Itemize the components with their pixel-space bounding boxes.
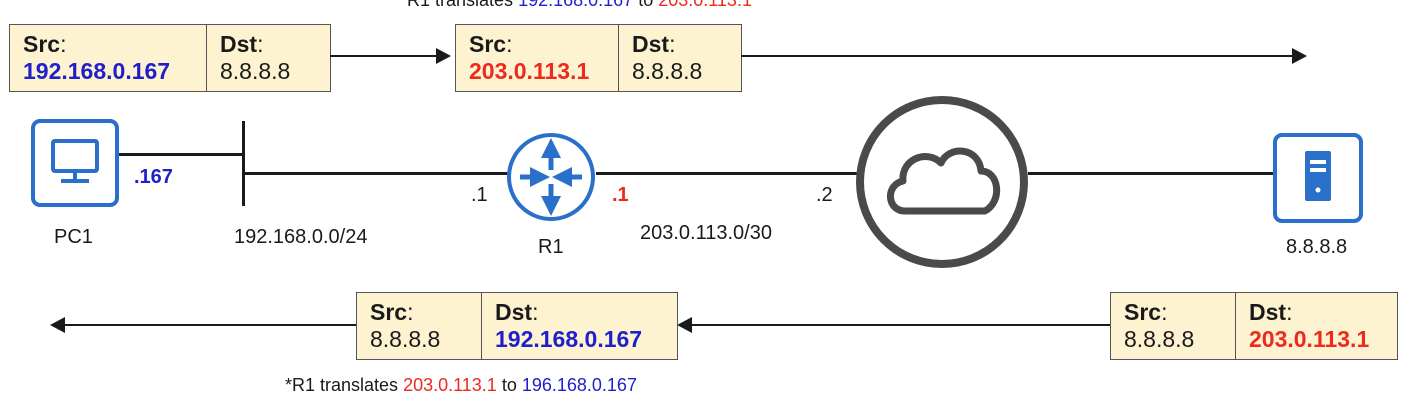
flow-arrowhead-right [1292,48,1307,64]
bottom-note-prefix: *R1 translates [285,375,404,395]
src-ip: 8.8.8.8 [1124,326,1195,352]
src-ip: 192.168.0.167 [23,58,171,84]
flow-arrowhead-left [50,317,65,333]
dst-label: Dst [220,31,258,57]
src-label: Src [23,31,61,57]
packet-src-cell: Src: 8.8.8.8 [357,293,481,359]
top-note-prefix: *R1 translates [400,0,519,10]
packet-return-after-nat: Src: 8.8.8.8 Dst: 192.168.0.167 [356,292,678,360]
flow-arrowhead-left [677,317,692,333]
packet-dst-cell: Dst: 192.168.0.167 [481,293,677,359]
dst-label: Dst [495,299,533,325]
top-note-mid: to [633,0,659,10]
pc1-host-address: .167 [134,166,173,188]
desktop-computer-icon [31,119,119,207]
packet-src-cell: Src: 8.8.8.8 [1111,293,1235,359]
top-note-to-ip: 203.0.113.1 [658,0,752,10]
dst-ip: 8.8.8.8 [632,58,703,84]
wan-subnet-label: 203.0.113.0/30 [640,222,772,244]
packet-src-cell: Src: 203.0.113.1 [456,25,618,91]
packet-src-cell: Src: 192.168.0.167 [10,25,206,91]
src-label: Src [469,31,507,57]
flow-arrow-line [64,324,356,326]
bottom-note-from-ip: 203.0.113.1 [403,375,497,395]
packet-return-before-nat: Src: 8.8.8.8 Dst: 203.0.113.1 [1110,292,1398,360]
packet-outbound-before-nat: Src: 192.168.0.167 Dst: 8.8.8.8 [9,24,331,92]
r1-label: R1 [538,236,564,258]
lan-subnet-label: 192.168.0.0/24 [234,226,368,248]
server-label: 8.8.8.8 [1286,236,1348,258]
src-ip: 203.0.113.1 [469,58,590,84]
packet-dst-cell: Dst: 203.0.113.1 [1235,293,1397,359]
internet-link [1028,172,1273,175]
packet-dst-cell: Dst: 8.8.8.8 [206,25,330,91]
packet-dst-cell: Dst: 8.8.8.8 [618,25,741,91]
wan-link [596,172,858,175]
dst-label: Dst [1249,299,1287,325]
dst-ip: 192.168.0.167 [495,326,643,352]
cloud-icon [856,96,1028,268]
top-translation-note: *R1 translates 192.168.0.167 to 203.0.11… [400,0,752,10]
bottom-translation-note: *R1 translates 203.0.113.1 to 196.168.0.… [285,375,637,395]
dst-ip: 8.8.8.8 [220,58,291,84]
isp-address: .2 [816,184,833,206]
pc1-label: PC1 [54,226,93,248]
dst-label: Dst [632,31,670,57]
flow-arrow-line [330,55,438,57]
flow-arrow-line [741,55,1294,57]
r1-wan-address: .1 [612,184,629,206]
bottom-note-to-ip: 196.168.0.167 [521,375,637,395]
server-icon [1273,133,1363,223]
flow-arrowhead-right [436,48,451,64]
src-label: Src [370,299,408,325]
bottom-note-mid: to [496,375,522,395]
src-ip: 8.8.8.8 [370,326,441,352]
lan-segment-bar [242,121,245,206]
top-note-from-ip: 192.168.0.167 [518,0,634,10]
dst-ip: 203.0.113.1 [1249,326,1370,352]
r1-lan-address: .1 [471,184,488,206]
src-label: Src [1124,299,1162,325]
lan-link [244,172,509,175]
pc1-link [119,153,244,156]
router-icon [507,133,595,221]
packet-outbound-after-nat: Src: 203.0.113.1 Dst: 8.8.8.8 [455,24,742,92]
flow-arrow-line [691,324,1110,326]
